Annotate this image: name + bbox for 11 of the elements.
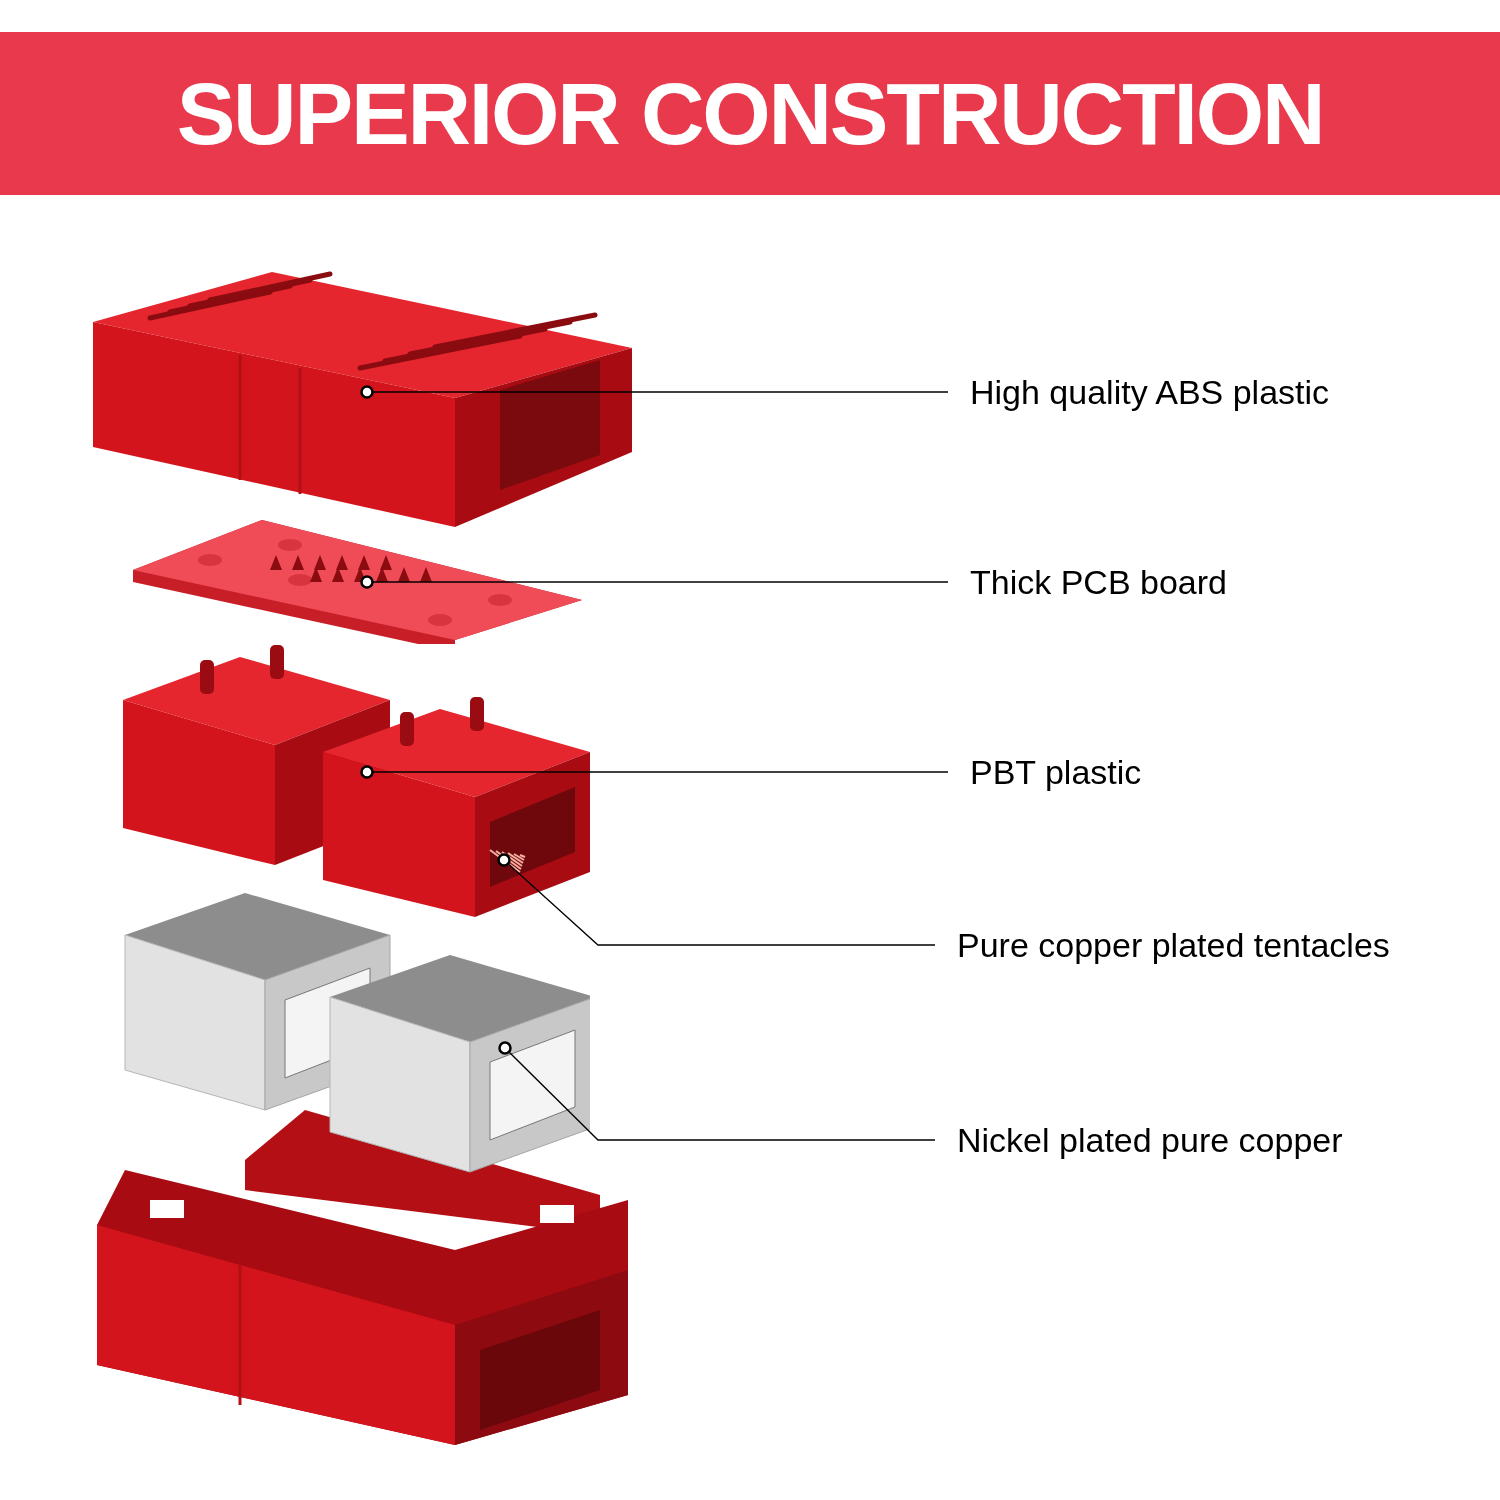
leader-line	[498, 1041, 936, 1141]
part-label: High quality ABS plastic	[970, 371, 1330, 413]
part-label: PBT plastic	[970, 751, 1142, 793]
leader-line	[360, 575, 949, 589]
title: SUPERIOR CONSTRUCTION	[176, 62, 1324, 165]
leader-line	[497, 853, 936, 946]
leader-line	[360, 765, 949, 779]
part-label: Pure copper plated tentacles	[957, 924, 1390, 966]
part-label: Nickel plated pure copper	[957, 1119, 1343, 1161]
leader-line	[360, 385, 949, 399]
part-label: Thick PCB board	[970, 561, 1227, 603]
